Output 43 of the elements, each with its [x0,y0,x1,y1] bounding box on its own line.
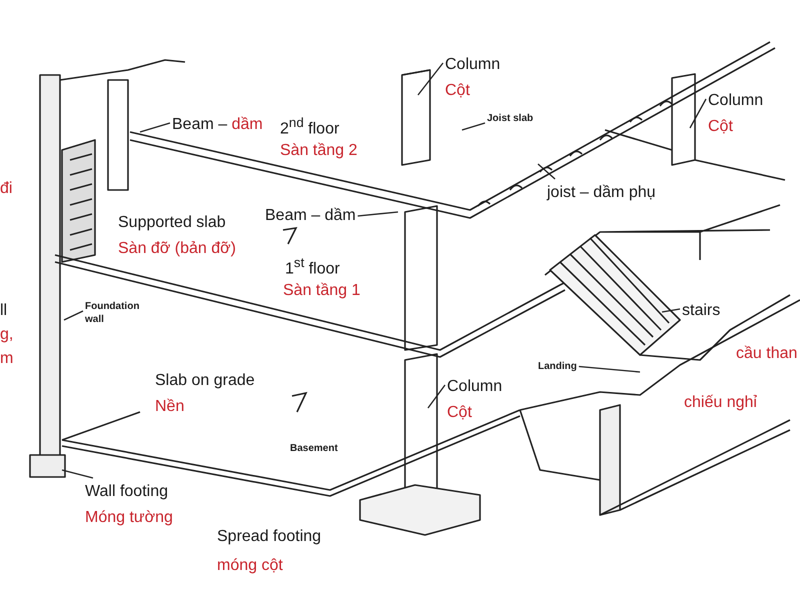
part-label: ll [0,301,8,321]
translation-label: móng cột [217,556,283,576]
part-label: Foundation wall [85,300,140,326]
leader-line [64,310,84,321]
part-label: Slab on grade [155,371,255,391]
translation-label: g, [0,325,14,345]
leader-line [62,469,94,479]
part-label: Supported slab [118,213,226,233]
leader-line [462,122,486,131]
translation-label: m [0,349,14,369]
part-label: Beam – dầm [172,115,263,135]
translation-label: cầu than [736,344,798,364]
translation-label: Sàn tầng 2 [280,141,358,161]
part-label: Spread footing [217,527,322,547]
leader-line [140,122,170,133]
translation-label: Nền [155,397,184,417]
part-label: stairs [682,301,720,321]
part-label: Column [708,91,764,111]
leader-line [417,62,444,96]
part-label: Basement [290,442,338,455]
translation-label: Móng tường [85,508,173,528]
part-label: Beam – dầm [265,206,356,226]
translation-label: Cột [708,117,734,137]
part-label: Joist slab [487,112,534,125]
part-label: joist – dầm phụ [547,183,656,203]
leader-line [358,211,398,217]
part-label: Column [447,377,502,397]
part-label: 2$^{nd}$ floor [280,114,340,140]
translation-label: Sàn đỡ (bản đỡ) [118,239,236,259]
translation-label: Cột [445,81,471,101]
part-label: 1$^{st}$ floor [285,254,340,280]
translation-label: đi [0,179,12,199]
part-label: Column [445,55,500,75]
part-label: Landing [538,360,577,373]
part-label: Wall footing [85,482,169,502]
leader-line [662,308,680,313]
translation-label: Sàn tầng 1 [283,281,360,301]
translation-label: chiếu nghỉ [684,393,757,413]
translation-label: Cột [447,403,473,423]
leader-line [427,384,446,408]
leader-line [578,366,640,373]
leader-line [689,98,707,128]
leader-line [538,164,556,180]
